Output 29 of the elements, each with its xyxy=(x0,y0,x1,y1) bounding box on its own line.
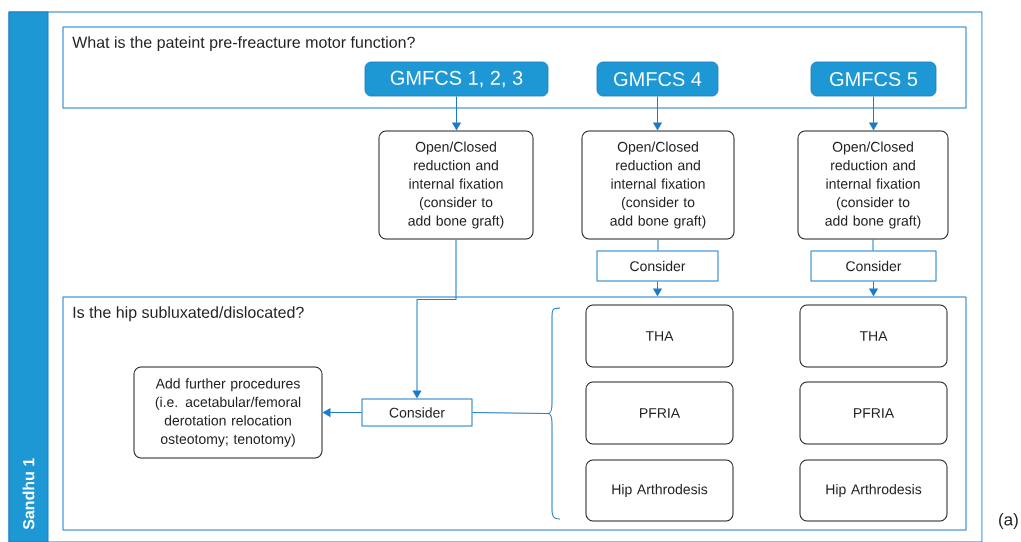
process-box: Open/Closed reduction and internal fixation (consider to add bone graft) xyxy=(581,130,735,240)
level-button: GMFCS 5 xyxy=(810,61,937,97)
arrow xyxy=(412,239,457,398)
process-box: THA xyxy=(585,304,734,368)
level-button: GMFCS 1, 2, 3 xyxy=(364,61,549,97)
process-box: Hip Arthrodesis xyxy=(585,459,734,522)
consider-box: Consider xyxy=(361,398,473,427)
process-box: Hip Arthrodesis xyxy=(799,459,948,522)
curly-bracket xyxy=(547,307,561,520)
arrow xyxy=(452,95,461,130)
process-box: Add further procedures (i.e. acetabular/femoral derotation relocation osteotomy; tenotomy) xyxy=(133,366,323,459)
connector-line xyxy=(657,239,659,251)
arrow xyxy=(323,408,362,417)
level-button: GMFCS 4 xyxy=(596,61,719,97)
arrow xyxy=(653,95,662,130)
arrow xyxy=(869,95,878,130)
panel-label: (a) xyxy=(999,513,1018,529)
process-box: Open/Closed reduction and internal fixation (consider to add bone graft) xyxy=(378,130,534,240)
side-tab: Sandhu 1 xyxy=(8,11,49,542)
connector-line xyxy=(472,412,549,414)
connector-line xyxy=(872,239,874,251)
arrow xyxy=(869,281,878,296)
consider-box: Consider xyxy=(596,250,719,282)
process-box: THA xyxy=(799,304,948,368)
consider-box: Consider xyxy=(810,250,937,282)
arrow xyxy=(653,281,662,296)
process-box: Open/Closed reduction and internal fixation (consider to add bone graft) xyxy=(797,130,949,240)
process-box: PFRIA xyxy=(799,381,948,445)
process-box: PFRIA xyxy=(585,381,734,445)
